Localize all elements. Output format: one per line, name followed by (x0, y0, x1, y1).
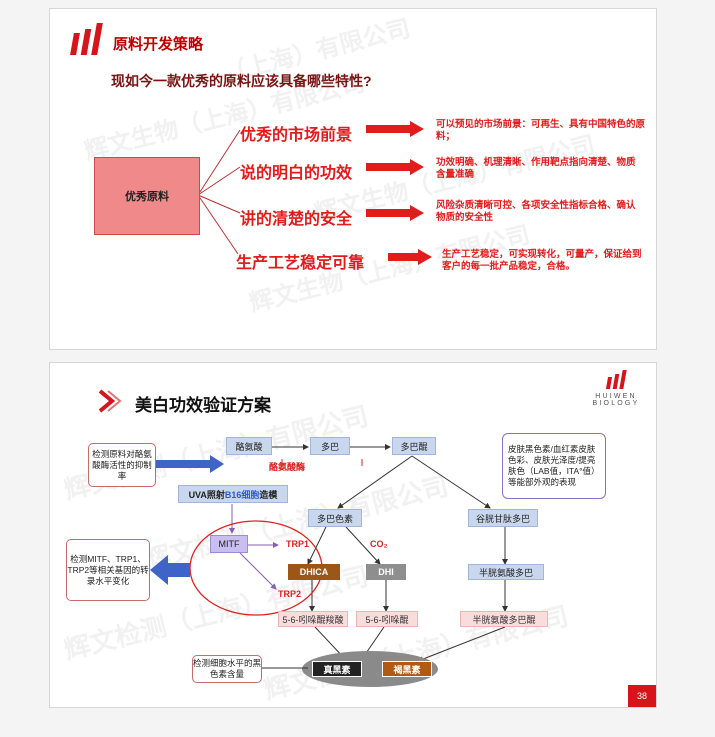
label-trp1: TRP1 (286, 539, 310, 549)
feature-process: 生产工艺稳定可靠 (236, 255, 365, 272)
node-indolequinone-carboxylic: 5-6-吲哚醌羧酸 (278, 611, 348, 627)
desc-safety: 风险杂质清晰可控、各项安全性指标合格、确认物质的安全性 (436, 200, 636, 223)
chevron-right-icon (98, 389, 122, 413)
slide-question: 现如今一款优秀的原料应该具备哪些特性? (111, 73, 372, 89)
node-cysteinyldopaquinone: 半胱氨酸多巴醌 (460, 611, 548, 627)
slide-title: 原料开发策略 (113, 36, 204, 53)
node-dopachrome: 多巴色素 (308, 509, 362, 527)
note-skin-appearance: 皮肤黑色素/血红素皮肤色彩、皮肤光泽度/提亮肤色（LAB值，ITA°值）等能部外… (502, 433, 606, 499)
node-eumelanin: 真黑素 (312, 661, 362, 677)
node-dhica: DHICA (288, 564, 340, 580)
slide-raw-material-strategy: （上海）有限公司 辉文生物（上海）有限公司 辉文生物（上海）有限公司 辉文生物（… (49, 8, 657, 350)
feature-market: 优秀的市场前景 (240, 127, 353, 144)
node-indolequinone: 5-6-吲哚醌 (356, 611, 418, 627)
desc-process: 生产工艺稳定，可实现转化，可量产，保证给到客户的每一批产品稳定，合格。 (442, 249, 642, 272)
node-tyrosine: 酪氨酸 (226, 437, 272, 455)
node-pheomelanin: 褐黑素 (382, 661, 432, 677)
node-dopaquinone: 多巴醌 (392, 437, 436, 455)
page-number: 38 (628, 685, 656, 707)
slide-title: 美白功效验证方案 (135, 396, 271, 415)
label-tyrosinase: 酪氨酸酶 (269, 462, 306, 472)
pathway-diagram (150, 444, 508, 687)
node-dhi: DHI (366, 564, 406, 580)
node-dopa: 多巴 (310, 437, 350, 455)
feature-efficacy: 说的明白的功效 (240, 165, 353, 182)
note-melanin-content: 检测细胞水平的黑色素含量 (192, 655, 262, 683)
node-cysteinyldopa: 半胱氨酸多巴 (468, 564, 544, 580)
connector-lines (197, 121, 432, 265)
node-mitf: MITF (210, 535, 248, 553)
label-trp2: TRP2 (278, 589, 302, 599)
slide-whitening-validation: 辉文检测（上海）有限公司 辉文检测（上海）有限公司 辉文检测（上海）有限公司 辉… (49, 362, 657, 708)
brand-name: HUIWEN BIOLOGY (592, 393, 640, 407)
label-co2: CO₂ (370, 539, 388, 549)
desc-efficacy: 功效明确、机理清晰、作用靶点指向清楚、物质含量准确 (436, 157, 636, 180)
desc-market: 可以预见的市场前景：可再生、具有中国特色的原料； (436, 119, 646, 142)
feature-safety: 讲的清楚的安全 (240, 211, 353, 228)
node-glutathione-dopa: 谷胱甘肽多巴 (468, 509, 538, 527)
center-box: 优秀原料 (94, 157, 200, 235)
note-tyrosinase: 检测原料对酪氨酸酶活性的抑制率 (88, 443, 156, 487)
note-gene-expression: 检测MITF、TRP1、TRP2等相关基因的转录水平变化 (66, 539, 150, 601)
